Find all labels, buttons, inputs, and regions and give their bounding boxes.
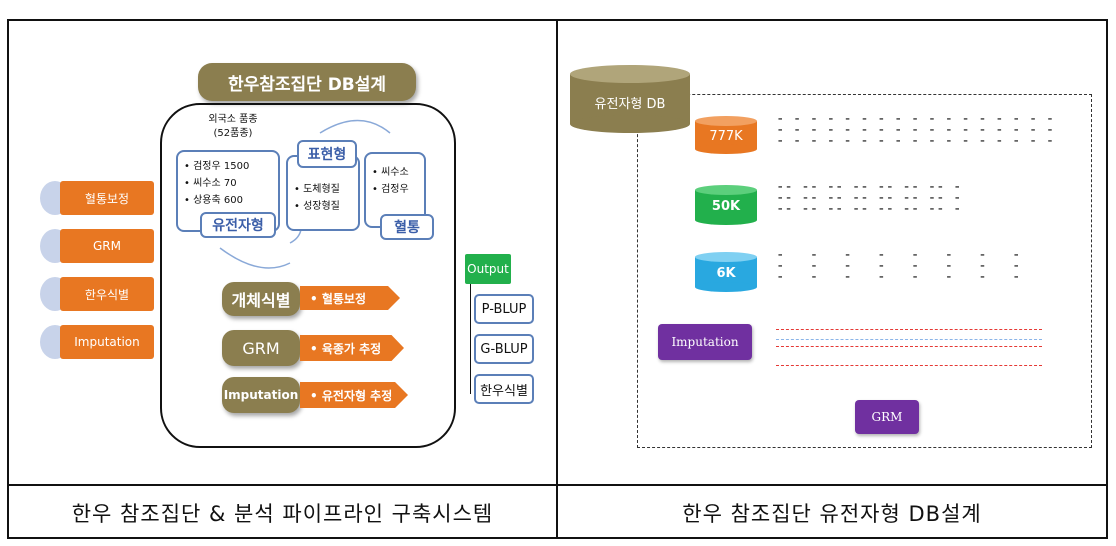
foreign-breeds-count: (52품종) [213, 128, 253, 139]
marker-lines-50k: -- -- -- -- -- -- -- - -- -- -- -- -- --… [776, 179, 962, 217]
chip-777k-label: 777K [709, 128, 743, 144]
imputation-button[interactable]: Imputation [658, 324, 752, 360]
output-hanwoo-identification: 한우식별 [474, 374, 534, 404]
phenotype-item: • 도체형질 [294, 184, 340, 195]
marker-lines-6k: - - - - - - - - - - - - - - - - - - - - … [776, 247, 1021, 285]
right-caption: 한우 참조집단 유전자형 DB설계 [682, 501, 982, 526]
pipeline-imputation: Imputation [222, 377, 300, 413]
chip-777k-icon [695, 116, 757, 154]
left-caption: 한우 참조집단 & 분석 파이프라인 구축시스템 [71, 501, 494, 526]
pipeline-identification: 개체식별 [222, 282, 300, 316]
phenotype-item: • 성장형질 [294, 201, 340, 212]
side-button-hanwoo-identification[interactable]: 한우식별 [60, 277, 154, 311]
side-button-imputation[interactable]: Imputation [60, 325, 154, 359]
marker-lines-777k: - - - - - - - - - - - - - - - - - - - - … [776, 111, 1055, 149]
pedigree-list: • 씨수소 • 검정우 [366, 154, 424, 198]
db-label: 유전자형 DB [594, 96, 666, 112]
db-boundary [637, 94, 1092, 448]
pipeline-arrow-genotype-imputation: • 유전자형 추정 [300, 382, 408, 408]
output-gblup: G-BLUP [474, 334, 534, 364]
output-connector [470, 284, 471, 394]
side-button-grm[interactable]: GRM [60, 229, 154, 263]
output-pblup: P-BLUP [474, 294, 534, 324]
genotype-item: • 씨수소 70 [184, 178, 237, 189]
pedigree-item: • 씨수소 [372, 167, 409, 178]
caption-divider [7, 484, 1108, 486]
genotype-label: 유전자형 [200, 212, 276, 238]
pipeline-arrow-pedigree-correction: • 혈통보정 [300, 286, 400, 310]
foreign-breeds-text: 외국소 품종 (52품종) [198, 113, 268, 141]
db-cylinder-icon [570, 65, 690, 133]
pipeline-arrow-breeding-value: • 육종가 추정 [300, 335, 404, 361]
foreign-breeds-line: 외국소 품종 [208, 114, 258, 125]
chip-6k-icon [695, 252, 757, 292]
side-button-pedigree-correction[interactable]: 혈통보정 [60, 181, 154, 215]
column-divider [556, 19, 558, 539]
phenotype-list: • 도체형질 • 성장형질 [288, 157, 358, 215]
pedigree-item: • 검정우 [372, 184, 409, 195]
phenotype-label: 표현형 [297, 140, 357, 168]
imputed-line [776, 365, 1042, 366]
pipeline-grm: GRM [222, 330, 300, 366]
genotype-item: • 상용축 600 [184, 195, 243, 206]
left-title: 한우참조집단 DB설계 [198, 63, 416, 101]
genotype-item: • 검정우 1500 [184, 161, 250, 172]
reference-population-container [160, 103, 456, 448]
chip-50k-label: 50K [711, 198, 741, 214]
chip-50k-icon [695, 185, 757, 225]
imputed-line [776, 346, 1042, 347]
genotype-list: • 검정우 1500 • 씨수소 70 • 상용축 600 [178, 152, 278, 209]
imputed-line [776, 329, 1042, 330]
pedigree-label: 혈통 [380, 214, 434, 240]
imputed-line [776, 339, 1042, 340]
grm-button[interactable]: GRM [855, 400, 919, 434]
output-label: Output [465, 254, 511, 284]
chip-6k-label: 6K [716, 265, 736, 281]
